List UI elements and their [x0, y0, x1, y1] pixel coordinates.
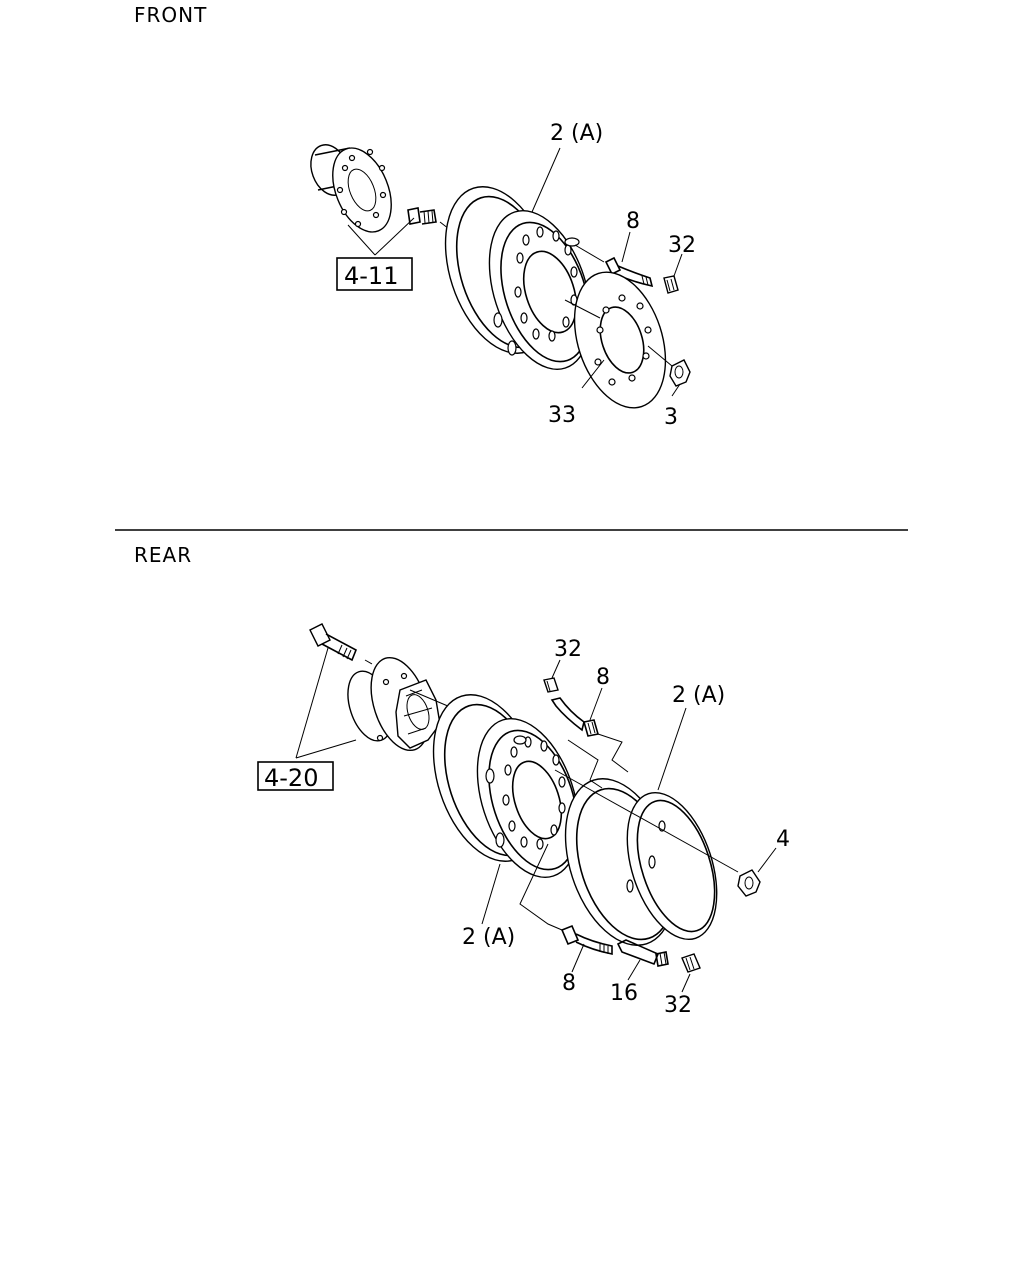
- front-callout-plate: 33: [548, 403, 576, 428]
- rear-valve-cap-bottom: [681, 953, 701, 973]
- rear-hub-bolt: [309, 623, 358, 662]
- front-hub-bolt: [407, 207, 437, 225]
- rear-callout-extension: 16: [610, 981, 638, 1006]
- front-adapter-plate: [573, 271, 667, 409]
- front-hub-assembly: [310, 144, 392, 233]
- rear-callout-cap-top: 32: [554, 637, 582, 662]
- front-callout-valve: 8: [626, 209, 640, 234]
- rear-valve-cap-top: [543, 677, 559, 693]
- rear-callout-cap-bottom: 32: [664, 993, 692, 1018]
- front-valve-stem: [604, 256, 654, 288]
- rear-valve-extension: [616, 939, 669, 967]
- front-section-title: FRONT: [134, 3, 207, 27]
- rear-callout-nut: 4: [776, 827, 790, 852]
- rear-callout-valve-bottom: 8: [562, 971, 576, 996]
- front-reference-label: 4-11: [344, 262, 398, 290]
- rear-hub-assembly: [347, 656, 441, 752]
- rear-wheel-nut: [737, 869, 761, 897]
- rear-outer-wheel-rim: [564, 778, 718, 946]
- rear-reference-box: 4-20: [257, 761, 334, 792]
- front-reference-box: 4-11: [336, 257, 413, 291]
- rear-callout-wheel-outer: 2 (A): [672, 683, 725, 708]
- front-wheel-rim: [444, 186, 592, 370]
- front-callout-wheel: 2 (A): [550, 121, 603, 146]
- rear-reference-label: 4-20: [264, 764, 318, 792]
- front-valve-cap: [663, 275, 679, 294]
- rear-valve-stem-top: [550, 697, 600, 737]
- rear-callout-wheel-inner: 2 (A): [462, 925, 515, 950]
- front-callout-nut: 3: [664, 405, 678, 430]
- front-wheel-nut: [669, 359, 691, 387]
- rear-section-title: REAR: [134, 543, 192, 567]
- front-callout-cap: 32: [668, 233, 696, 258]
- rear-inner-wheel-rim: [432, 694, 580, 878]
- rear-valve-stem-bottom: [560, 924, 613, 955]
- rear-callout-valve-top: 8: [596, 665, 610, 690]
